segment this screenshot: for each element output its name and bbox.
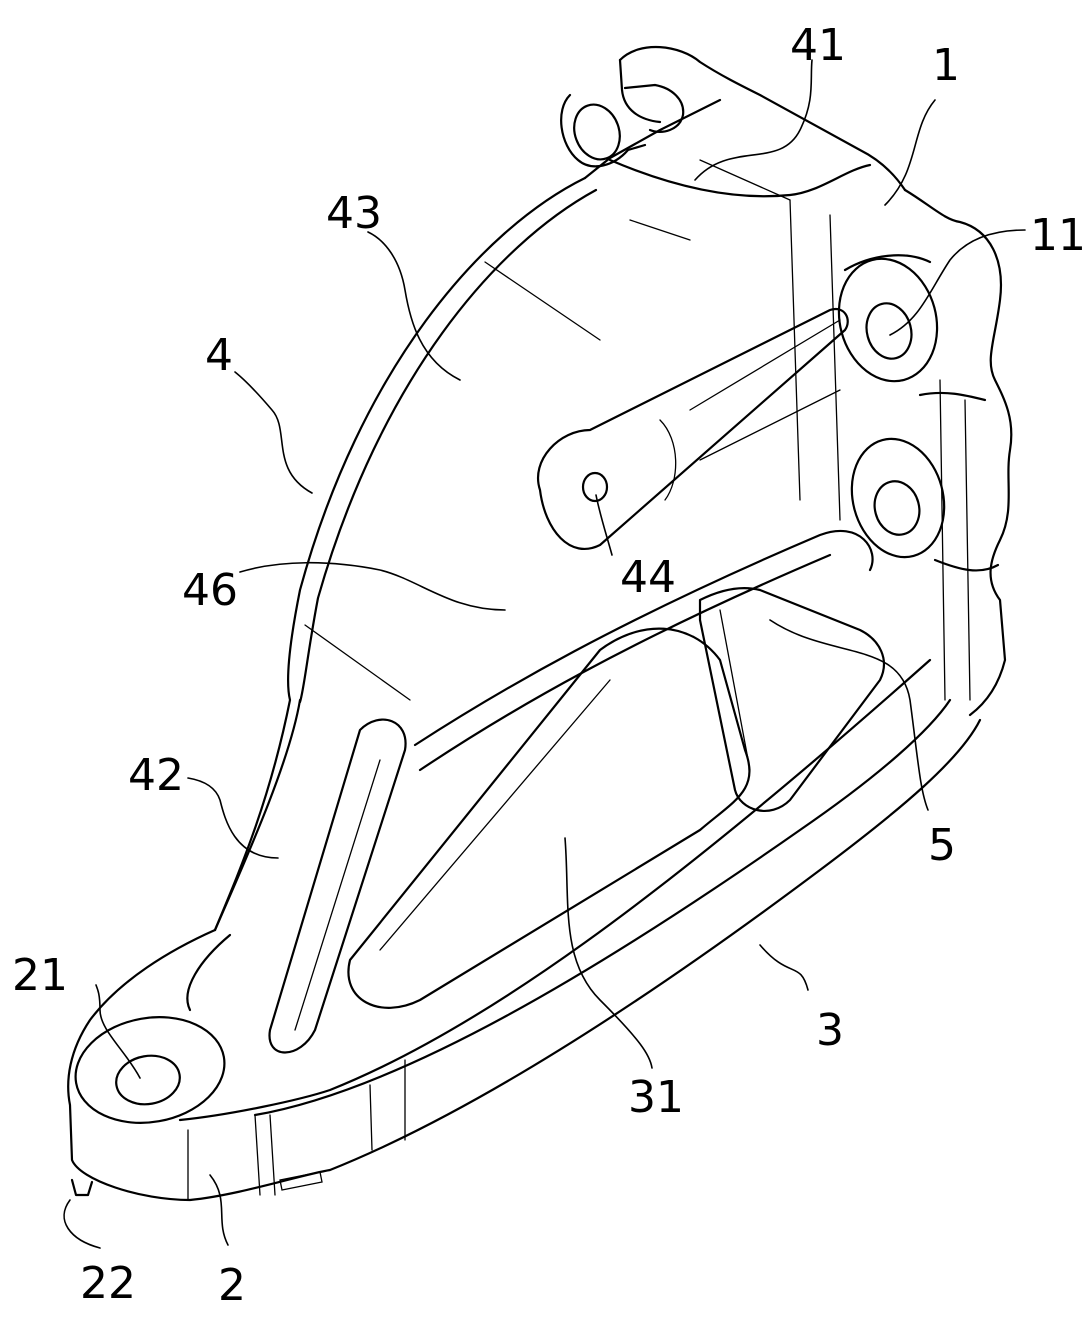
label-42: 42 — [128, 750, 184, 801]
leader-11 — [889, 229, 1026, 336]
leader-lines — [63, 59, 1026, 1249]
leader-46 — [239, 561, 506, 611]
leader-31 — [564, 837, 653, 1069]
label-46: 46 — [182, 565, 238, 616]
leader-44 — [595, 494, 613, 556]
label-44: 44 — [620, 552, 676, 603]
label-43: 43 — [326, 188, 382, 239]
label-3: 3 — [816, 1005, 844, 1056]
leader-42 — [187, 777, 279, 859]
label-31: 31 — [628, 1072, 684, 1123]
leader-41 — [694, 59, 813, 181]
label-21: 21 — [12, 950, 68, 1001]
label-4: 4 — [205, 330, 233, 381]
leader-2 — [209, 1174, 229, 1246]
leader-3 — [759, 944, 809, 991]
label-41: 41 — [790, 20, 846, 71]
leader-1 — [884, 99, 936, 206]
label-2: 2 — [218, 1260, 246, 1311]
label-1: 1 — [932, 40, 960, 91]
reference-numerals: 41 1 11 43 4 46 44 42 5 21 3 31 22 2 — [12, 20, 1086, 1311]
leader-21 — [95, 984, 141, 1079]
leader-43 — [367, 231, 461, 381]
label-5: 5 — [928, 820, 956, 871]
bracket-body — [67, 46, 1013, 1202]
label-11: 11 — [1030, 210, 1086, 261]
leader-5 — [769, 619, 929, 811]
label-22: 22 — [80, 1258, 136, 1309]
leader-22 — [63, 1199, 101, 1249]
leader-4 — [234, 371, 313, 494]
